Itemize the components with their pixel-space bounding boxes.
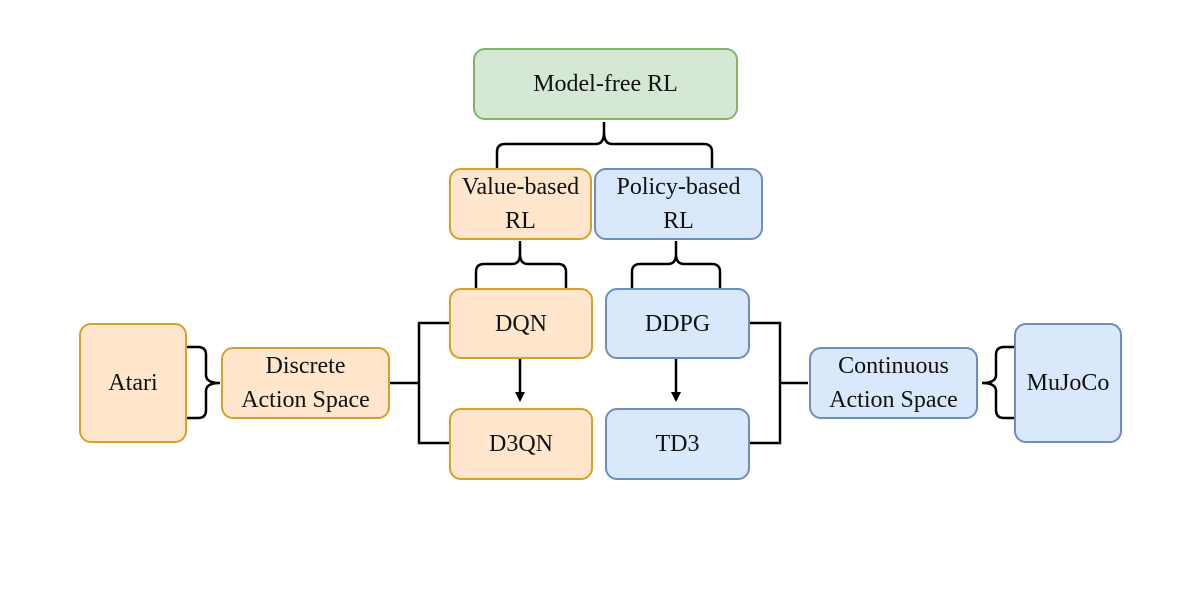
ddpg-node: DDPG [605, 288, 750, 359]
atari-label: Atari [108, 370, 158, 396]
d3qn-label: D3QN [489, 431, 553, 457]
atari-curly-brace [187, 345, 221, 420]
discrete-action-space-node: Discrete Action Space [221, 347, 390, 419]
continuous-action-space-label: Continuous Action Space [829, 353, 958, 413]
atari-node: Atari [79, 323, 187, 443]
td3-label: TD3 [655, 431, 700, 457]
continuous-bracket [750, 321, 808, 445]
mujoco-label: MuJoCo [1026, 370, 1110, 396]
policy-based-rl-label: Policy-based RL [616, 174, 741, 234]
d3qn-node: D3QN [449, 408, 593, 480]
policy-based-rl-node: Policy-based RL [594, 168, 763, 240]
dqn-node: DQN [449, 288, 593, 359]
policy-based-brace [630, 241, 722, 288]
value-based-brace [474, 241, 568, 288]
dqn-label: DQN [495, 310, 547, 337]
value-based-rl-node: Value-based RL [449, 168, 592, 240]
continuous-action-space-node: Continuous Action Space [809, 347, 978, 419]
td3-node: TD3 [605, 408, 750, 480]
root-brace [495, 122, 714, 168]
mujoco-node: MuJoCo [1014, 323, 1122, 443]
discrete-bracket [390, 321, 449, 445]
discrete-action-space-label: Discrete Action Space [241, 353, 370, 413]
model-free-rl-label: Model-free RL [533, 71, 678, 97]
value-based-rl-label: Value-based RL [461, 174, 580, 234]
model-free-rl-node: Model-free RL [473, 48, 738, 120]
mujoco-curly-brace [981, 345, 1014, 420]
ddpg-label: DDPG [644, 310, 711, 337]
